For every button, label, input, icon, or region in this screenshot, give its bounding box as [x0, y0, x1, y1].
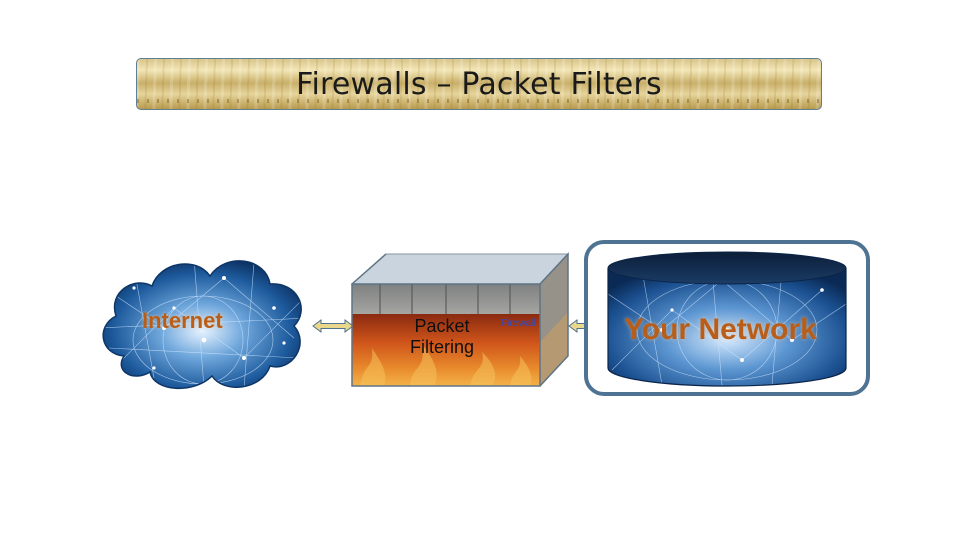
- title-banner: Firewalls – Packet Filters: [136, 58, 822, 110]
- your-network-label: Your Network: [624, 313, 817, 347]
- firewall-tag: Firewall: [501, 318, 535, 329]
- slide-title: Firewalls – Packet Filters: [137, 59, 821, 109]
- packet-filtering-line2: Filtering: [402, 337, 482, 358]
- internet-label: Internet: [142, 308, 223, 334]
- packet-filtering-label: Packet Filtering: [402, 316, 482, 358]
- firewall-box: Packet Filtering Firewall: [350, 252, 570, 388]
- internet-cloud: Internet: [94, 248, 312, 398]
- double-arrow-icon: [312, 318, 354, 334]
- packet-filtering-line1: Packet: [402, 316, 482, 337]
